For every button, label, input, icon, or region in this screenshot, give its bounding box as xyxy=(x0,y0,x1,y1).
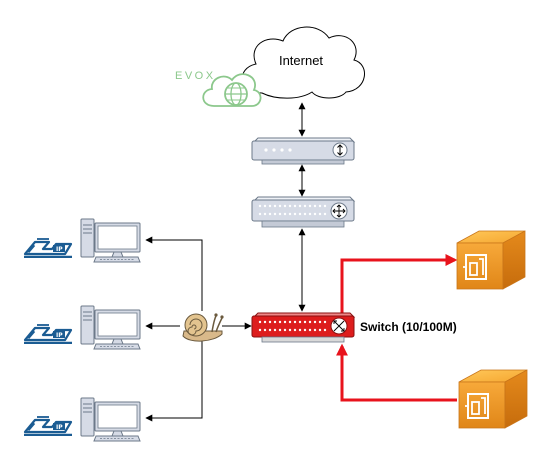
evox-wordmark: EVOX xyxy=(175,70,216,82)
links-black xyxy=(145,102,306,422)
pc-bottom xyxy=(80,397,141,442)
server-bottom xyxy=(458,369,528,429)
ip-phone-top xyxy=(23,237,74,258)
modem-icon xyxy=(251,137,356,165)
server-top xyxy=(456,230,526,290)
link-snail-pc-top xyxy=(145,236,203,311)
pc-top xyxy=(80,218,141,263)
evox-logo: EVOX xyxy=(175,70,262,107)
link-snail-pc-bottom xyxy=(145,340,203,422)
pc-middle xyxy=(80,305,141,350)
snail-icon xyxy=(182,313,224,342)
internet-label: Internet xyxy=(279,53,323,68)
switch-label: Switch (10/100M) xyxy=(360,320,457,334)
router-icon xyxy=(251,196,356,228)
internet-cloud: Internet xyxy=(241,26,365,99)
links-red xyxy=(336,254,458,402)
cloud-icon xyxy=(241,26,365,99)
switch-icon: Switch (10/100M) xyxy=(251,312,457,343)
ip-phone-bottom xyxy=(23,415,74,436)
link-server-bottom-switch xyxy=(336,343,457,402)
link-switch-server-top xyxy=(340,254,458,313)
ip-phone-middle xyxy=(23,323,74,344)
